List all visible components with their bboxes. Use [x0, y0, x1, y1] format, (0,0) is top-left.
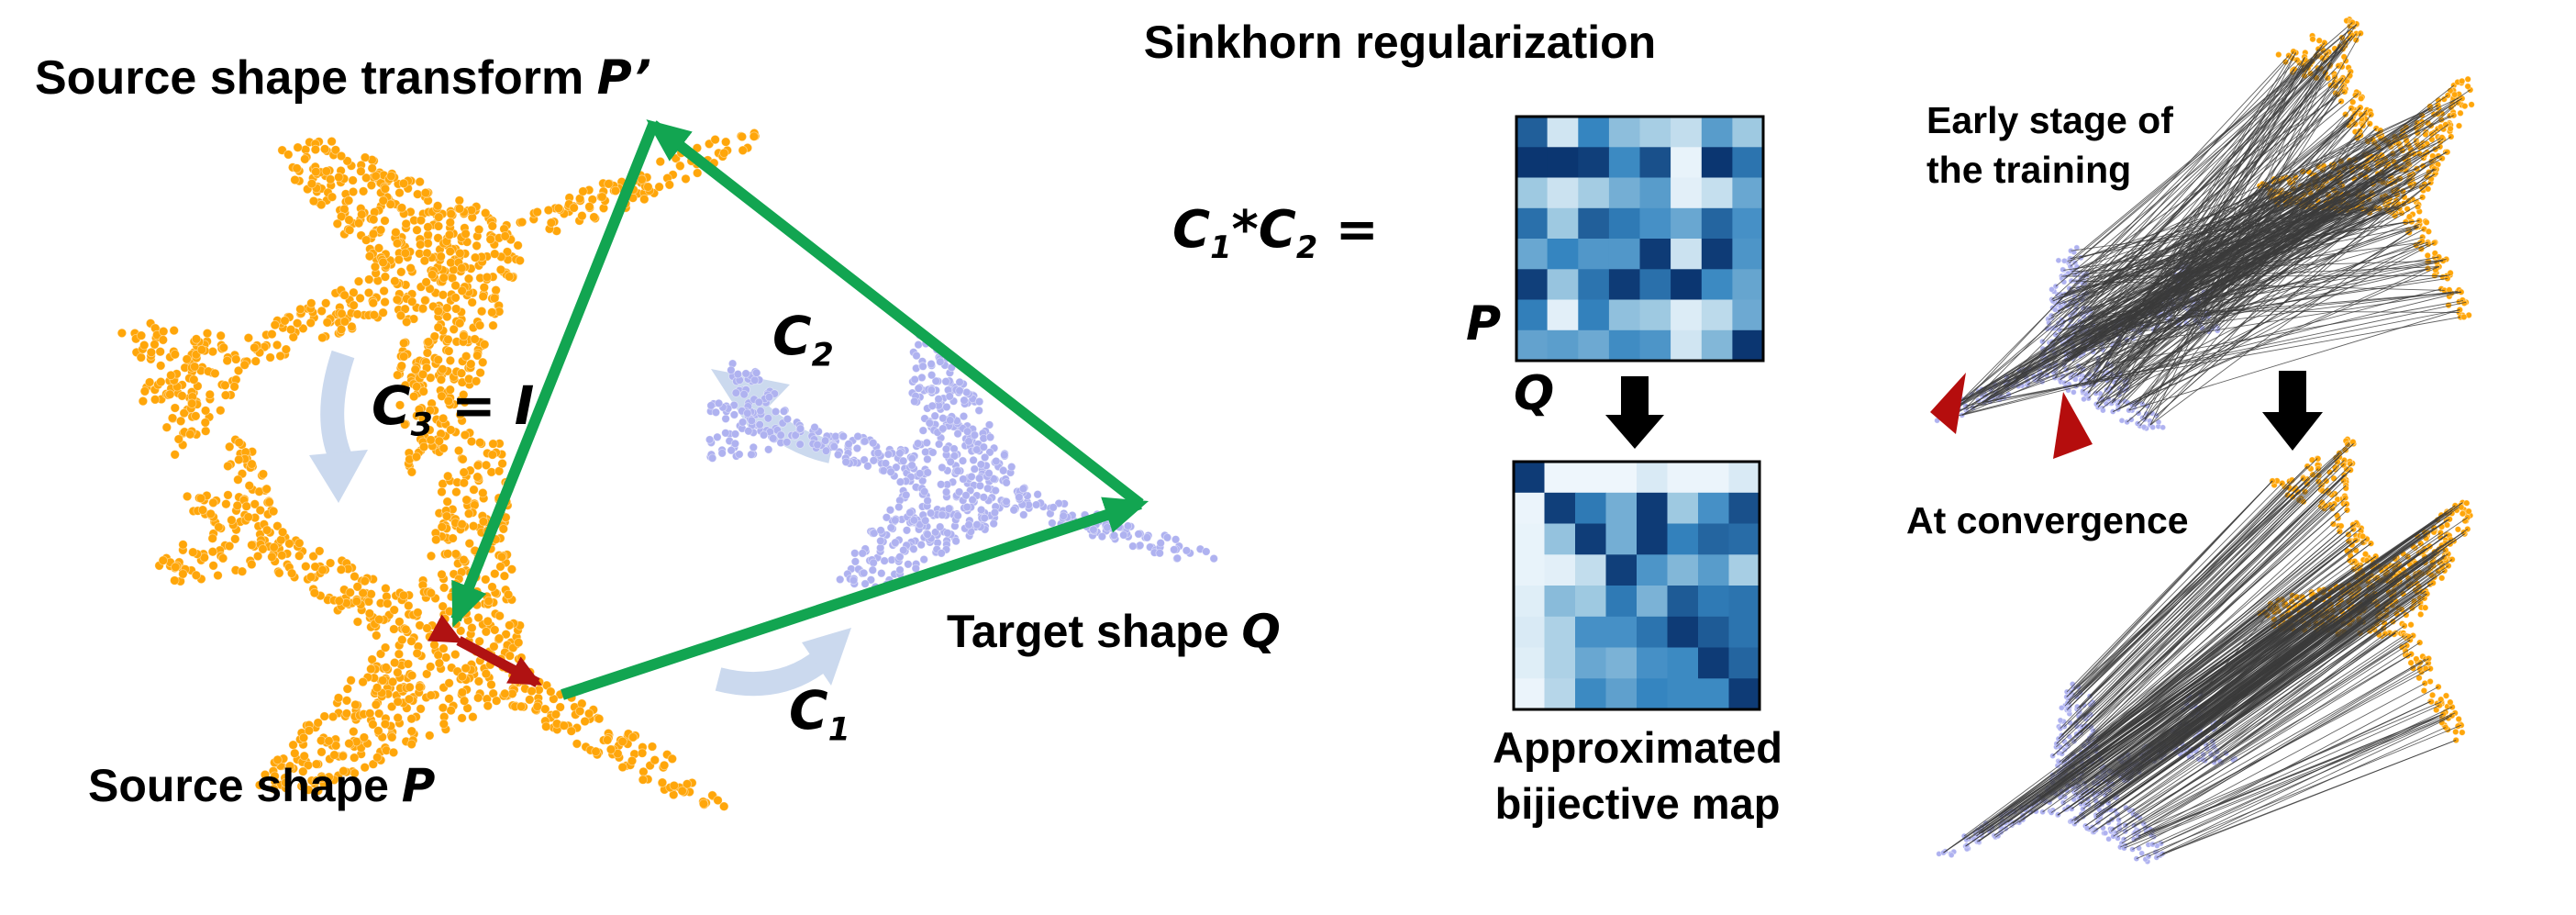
c2-sub: 2	[811, 337, 834, 374]
c1-label: C1	[789, 683, 850, 747]
cycle-arrow-pprime-to-p	[450, 122, 659, 628]
c3-identity-label: C3 = I	[372, 378, 534, 442]
sinkhorn-title: Sinkhorn regularization	[1143, 17, 1657, 68]
early-correspondence-lines	[1946, 22, 2471, 427]
caption-line2: bijiective map	[1494, 779, 1781, 829]
cycle-arrow-q-to-pprime	[646, 119, 1144, 508]
target-shape-label: Target shape Q	[947, 608, 1281, 656]
matrix-row-label: P	[1466, 296, 1502, 351]
target-shape-text: Target shape	[947, 606, 1242, 657]
early-stage-line1: Early stage of	[1926, 99, 2173, 141]
eq-equals: =	[1317, 200, 1379, 260]
early-stage-label: Early stage of the training	[1926, 95, 2173, 195]
c2-base: C	[772, 305, 812, 367]
source-shape-text: Source shape	[88, 760, 402, 811]
c1-sub: 1	[827, 711, 850, 749]
bijective-map-matrix	[1512, 460, 1761, 711]
c3-base: C	[372, 374, 411, 437]
cycle-arrow-p-to-q	[561, 497, 1149, 700]
convergence-label: At convergence	[1906, 499, 2189, 541]
soft-arrow-c1-head	[802, 628, 851, 686]
pointcloud-source-transform-pprime	[117, 128, 761, 477]
eq-sub2: 2	[1295, 229, 1318, 266]
discrepancy-double-arrow	[427, 614, 542, 687]
soft-correspondence-matrix	[1515, 115, 1765, 363]
soft-arrow-c3-head	[309, 450, 368, 503]
eq-sub1: 1	[1210, 229, 1232, 266]
c3-sub: 3	[410, 407, 433, 444]
source-transform-title-text: Source shape transform	[35, 51, 597, 105]
matrix-col-label: Q	[1514, 366, 1555, 421]
c1-base: C	[789, 679, 828, 742]
soft-arrow-c1	[715, 649, 831, 697]
source-shape-symbol: P	[401, 759, 436, 812]
red-pointer-left	[1930, 373, 1966, 434]
down-arrow-sinkhorn	[1605, 376, 1664, 449]
source-transform-symbol: P’	[596, 50, 651, 106]
target-shape-symbol: Q	[1241, 605, 1281, 658]
pointcloud-source-p	[154, 428, 729, 811]
flow-arrows	[1605, 371, 2323, 459]
soft-arrow-c3	[320, 350, 355, 462]
red-pointer-right	[2053, 392, 2093, 459]
caption-line1: Approximated	[1493, 723, 1782, 772]
source-shape-label: Source shape P	[88, 762, 435, 810]
eq-term1: C	[1172, 200, 1211, 260]
early-stage-line2: the training	[1926, 149, 2132, 192]
convergence-correspondence-lines	[1943, 442, 2469, 860]
c1c2-equation: C1*C2 =	[1172, 203, 1379, 266]
cycle-arrows	[427, 119, 1149, 700]
eq-term2: C	[1258, 200, 1296, 260]
c3-rest: = I	[432, 374, 535, 437]
bijective-map-caption: Approximated bijiective map	[1484, 720, 1791, 831]
eq-op: *	[1231, 200, 1259, 260]
c2-label: C2	[772, 308, 834, 373]
source-transform-title: Source shape transform P’	[35, 53, 651, 104]
down-arrow-training	[2262, 371, 2323, 451]
